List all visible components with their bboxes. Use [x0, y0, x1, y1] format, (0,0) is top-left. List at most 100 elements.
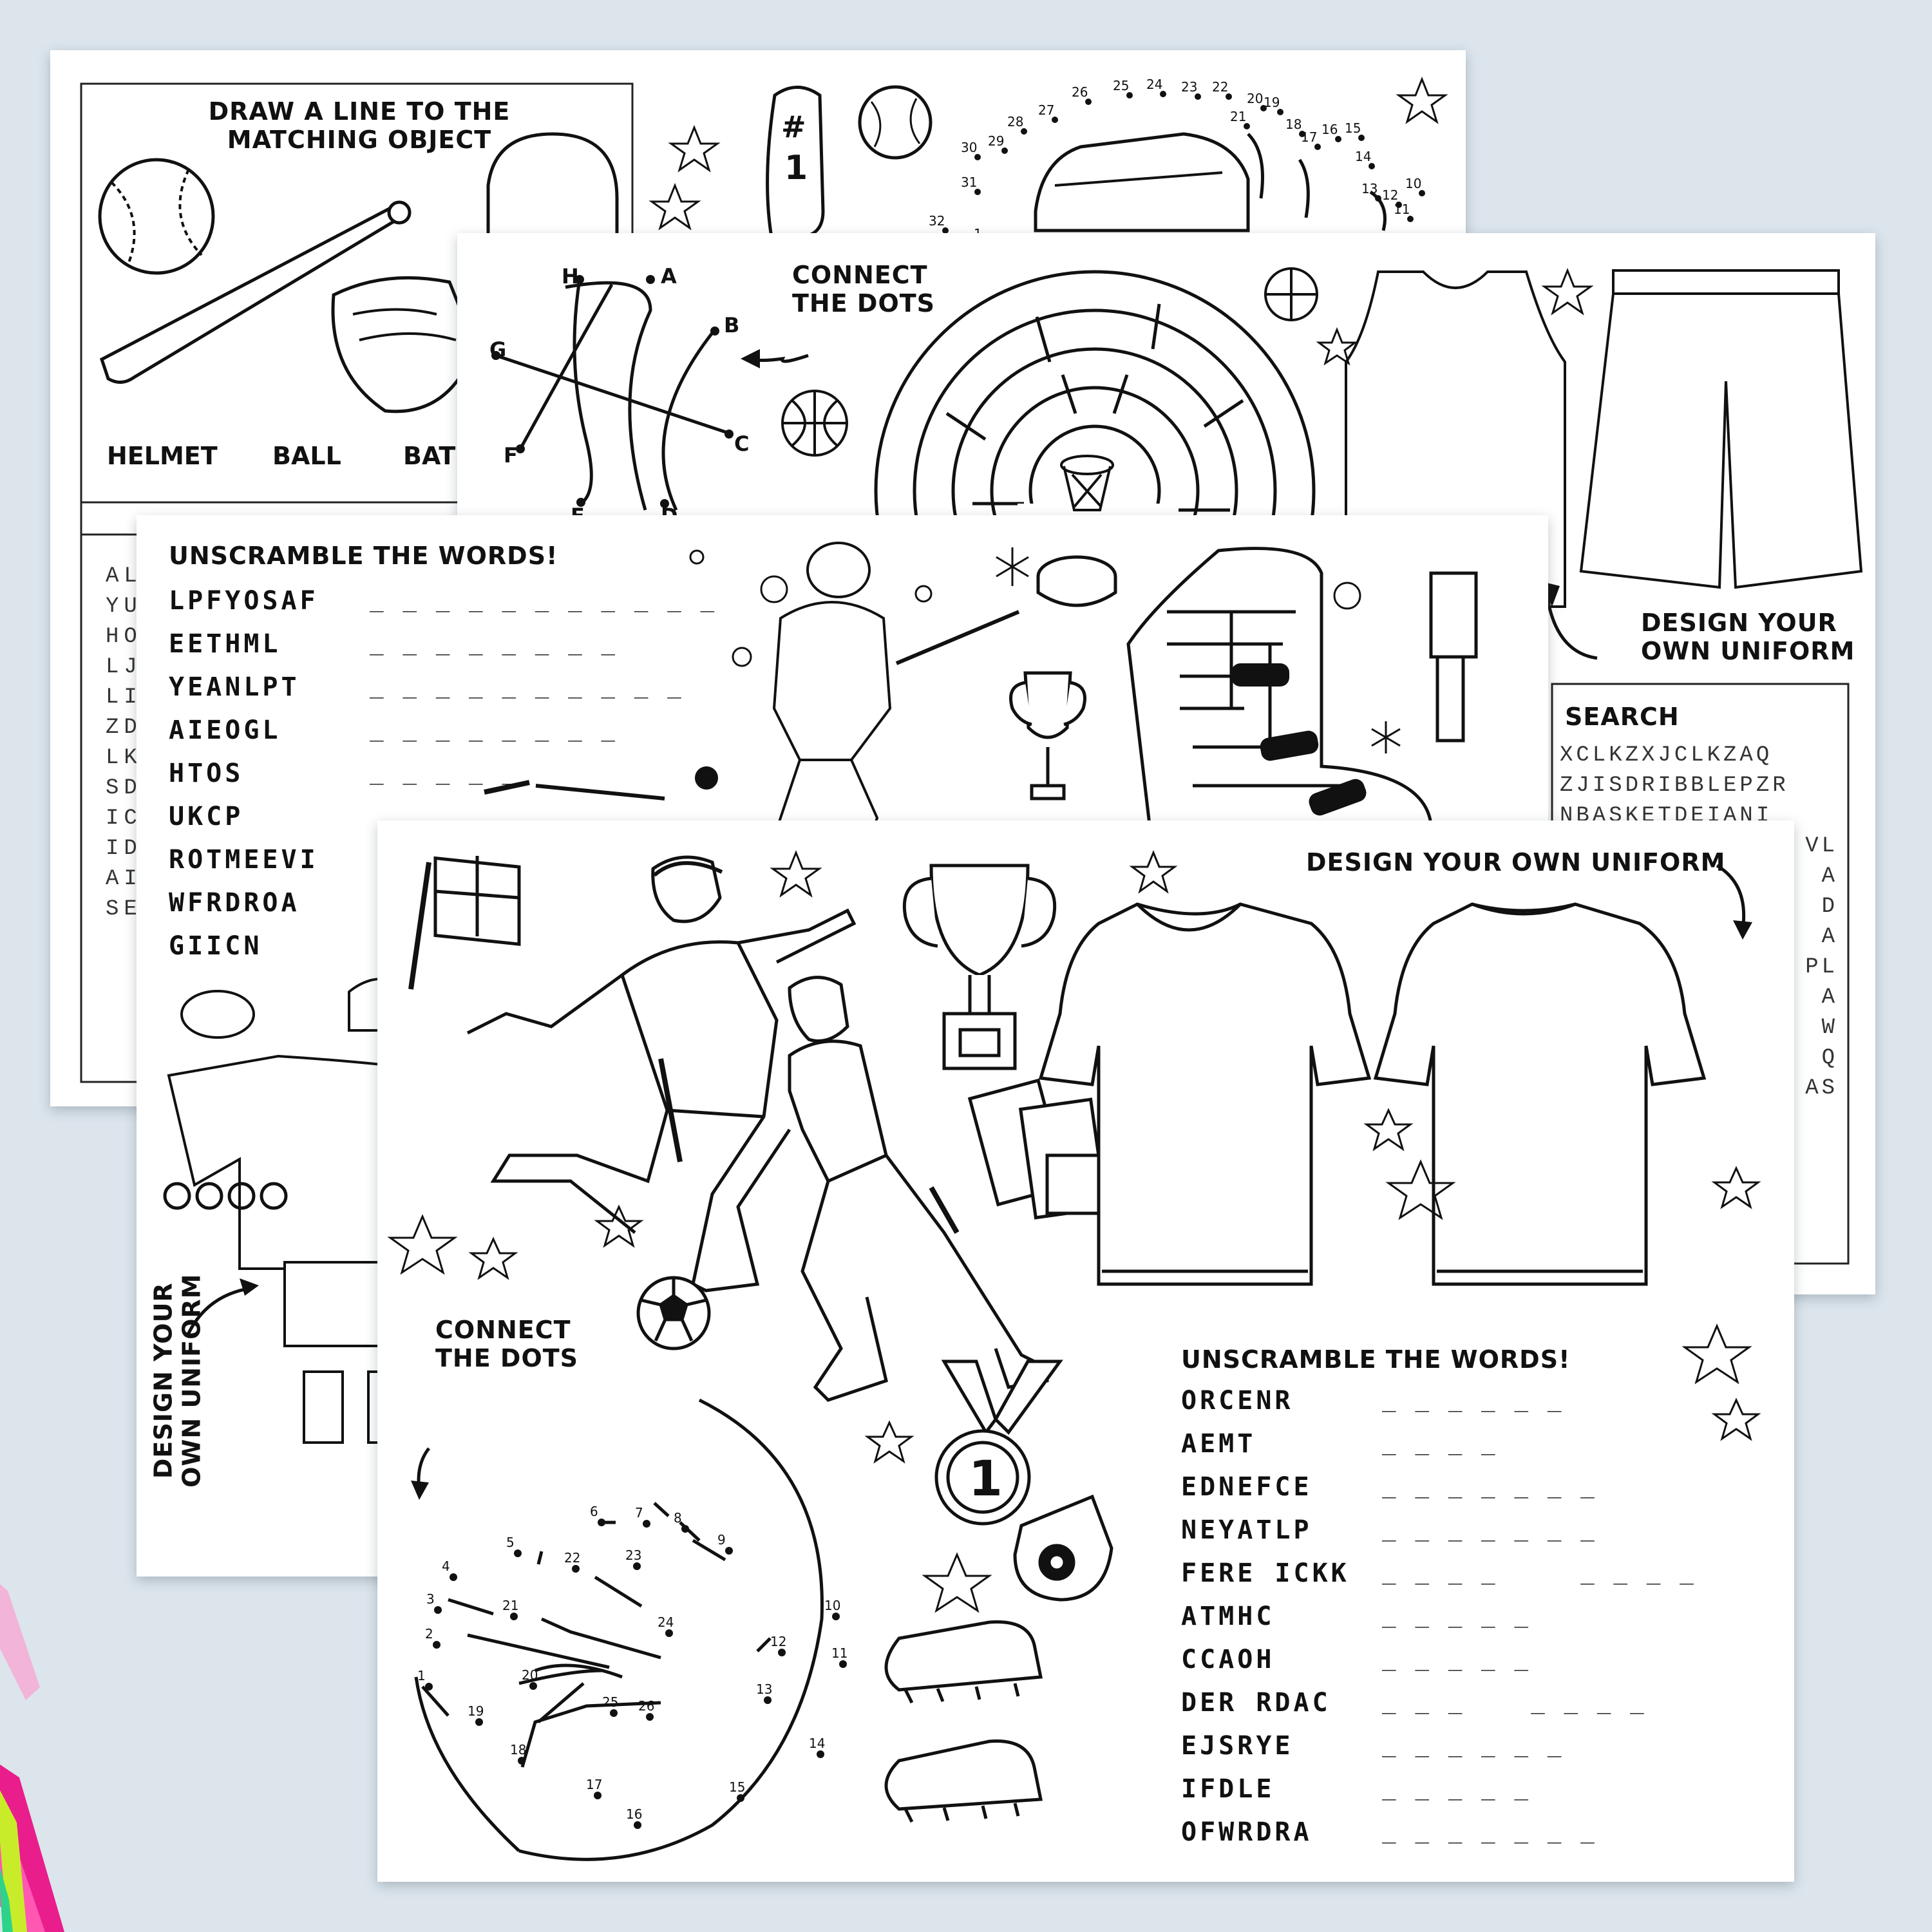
dot-number: 17	[586, 1777, 602, 1792]
dot-marker	[633, 1562, 641, 1570]
dot-marker	[665, 1629, 673, 1637]
dot-letter: C	[734, 431, 750, 456]
svg-text:#: #	[781, 109, 806, 144]
scrambled-word: GIICN	[169, 931, 263, 961]
medal-icon	[934, 1359, 1063, 1526]
dot-marker	[764, 1696, 772, 1704]
dot-marker	[434, 1606, 442, 1614]
dot-number: 23	[625, 1548, 641, 1563]
dot-number: 3	[426, 1591, 435, 1607]
label-helmet: HELMET	[107, 442, 218, 470]
answer-blanks: _ _ _ _ _ _	[1382, 1731, 1564, 1757]
wordsearch-row: LI	[106, 685, 142, 710]
answer-blanks: _ _ _ _ _ _	[1382, 1386, 1564, 1412]
dot-marker	[681, 1525, 689, 1533]
word-search-title: SEARCH	[1565, 703, 1680, 731]
wordsearch-row: SD	[106, 776, 142, 800]
scrambled-word: IFDLE	[1181, 1774, 1275, 1804]
answer-blanks: _ _ _ _ _ _ _ _ _ _	[370, 672, 684, 699]
wordsearch-row: D	[1821, 895, 1838, 919]
dot-letter: B	[724, 313, 740, 337]
tshirt-back-drawing	[1373, 902, 1707, 1286]
skate-maze-drawing	[1126, 547, 1433, 865]
dot-marker	[529, 1682, 537, 1690]
wordsearch-row: XCLKZXJCLKZAQ	[1560, 743, 1773, 768]
scrambled-word: EETHML	[169, 629, 281, 659]
wordsearch-row: W	[1821, 1016, 1838, 1040]
skate-laces-icon	[1231, 663, 1367, 816]
foam-finger-icon: # 1	[766, 86, 825, 239]
dot-marker	[646, 1713, 654, 1721]
snowflake-icon	[996, 547, 1401, 753]
wordsearch-row: AS	[1805, 1076, 1838, 1101]
dot-marker	[450, 1573, 457, 1581]
trophy-icon	[902, 864, 1057, 1070]
dot-marker	[832, 1613, 840, 1620]
dot-letter: H	[562, 264, 579, 289]
scrambled-word: ROTMEEVI	[169, 845, 319, 875]
dot-connector-lines	[421, 1502, 772, 1768]
unscramble-title: UNSCRAMBLE THE WORDS!	[169, 542, 558, 570]
dot-number: 14	[809, 1736, 825, 1751]
wordsearch-row: A	[1821, 925, 1838, 949]
star-icon	[387, 849, 1761, 1613]
star-icon	[649, 76, 1448, 231]
label-bat: BAT	[403, 442, 456, 470]
wordsearch-row: SE	[106, 897, 142, 922]
dot-number: 25	[602, 1694, 618, 1710]
bat-icon	[99, 200, 412, 384]
dot-marker	[475, 1718, 483, 1726]
dot-letter: F	[504, 443, 518, 468]
dot-marker	[643, 1520, 650, 1528]
dot-number: 6	[590, 1504, 598, 1519]
referee-cards-icon	[967, 1078, 1108, 1220]
scrambled-word: ORCENR	[1181, 1386, 1294, 1416]
answer-blanks: _ _ _ _ _ _ _	[1382, 1817, 1597, 1844]
scrambled-word: AIEOGL	[169, 715, 281, 745]
answer-blanks: _ _ _ _ _	[1382, 1602, 1531, 1628]
hockey-stick-icon	[1429, 571, 1478, 743]
answer-blanks: _ _ _ _ _ _ _	[1382, 1688, 1647, 1714]
dot-marker	[425, 1683, 433, 1690]
baseball-icon	[858, 85, 933, 160]
wordsearch-row: A	[1821, 864, 1838, 889]
yellow-marker-icon	[0, 1584, 40, 1700]
bubble-icon	[689, 549, 1361, 667]
design-uniform-title-rotated: DESIGN YOUR OWN UNIFORM	[149, 1273, 205, 1488]
star-icon	[1316, 267, 1594, 366]
dot-marker	[778, 1649, 786, 1656]
letter-dots-drawing	[495, 279, 728, 511]
dot-marker	[594, 1792, 601, 1799]
dot-number: 11	[831, 1645, 848, 1661]
scrambled-word: CCAOH	[1181, 1645, 1275, 1674]
dot-number: 26	[638, 1698, 654, 1714]
dot-number: 22	[564, 1550, 580, 1566]
answer-blanks: _ _ _ _ _	[1382, 1645, 1531, 1671]
answer-blanks: _ _ _ _ _ _ _ _	[370, 629, 618, 656]
shorts-drawing	[1579, 269, 1863, 589]
dot-number: 12	[770, 1634, 786, 1649]
scrambled-word: DER RDAC	[1181, 1688, 1331, 1718]
wordsearch-row: IC	[106, 806, 142, 831]
soccer-player-kicking-drawing	[466, 855, 857, 1293]
dot-marker	[518, 1757, 526, 1765]
dot-marker	[725, 1547, 733, 1555]
puck-icon	[1036, 555, 1117, 607]
wordsearch-row: AL	[106, 564, 142, 589]
hoop-icon	[1060, 455, 1114, 511]
scrambled-word: EDNEFCE	[1181, 1472, 1312, 1502]
dot-number: 9	[717, 1532, 726, 1548]
scrambled-word: AEMT	[1181, 1429, 1256, 1459]
arrow-icon	[1716, 864, 1746, 931]
answer-blanks: _ _ _ _ _	[370, 759, 519, 785]
green-marker-icon	[0, 1790, 27, 1932]
dot-number: 18	[510, 1742, 526, 1757]
dot-number: 7	[635, 1505, 643, 1520]
wordsearch-row: A	[1821, 985, 1838, 1010]
scrambled-word: ATMHC	[1181, 1602, 1275, 1631]
